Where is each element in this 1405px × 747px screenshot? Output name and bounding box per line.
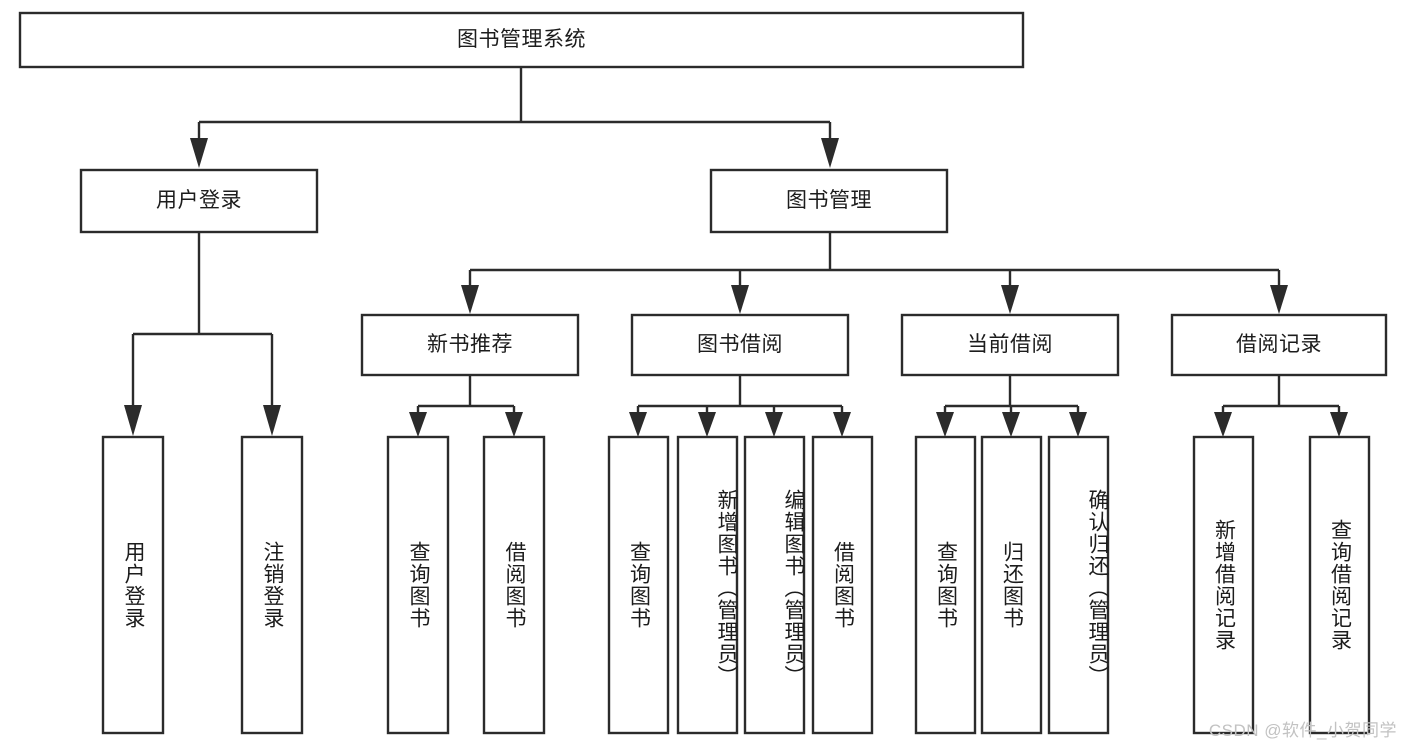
- node-box-leaf-user-login[interactable]: [101, 435, 165, 735]
- node-box-new-book-recommend[interactable]: [360, 313, 580, 377]
- arrow-head-br-leaf-1: [1214, 412, 1232, 437]
- node-box-leaf-bb-borrow[interactable]: [811, 435, 874, 735]
- arrow-head-user-login: [190, 138, 208, 168]
- arrow-head-current-borrow: [1001, 285, 1019, 314]
- arrow-head-book-manage: [821, 138, 839, 168]
- arrow-head-cb-leaf-1: [936, 412, 954, 437]
- arrow-head-borrow-record: [1270, 285, 1288, 314]
- node-box-leaf-bb-edit[interactable]: [743, 435, 806, 735]
- connector-group-borrow-record: [1214, 375, 1348, 437]
- node-box-leaf-br-query[interactable]: [1308, 435, 1371, 735]
- node-box-leaf-br-add[interactable]: [1192, 435, 1255, 735]
- arrow-head-br-leaf-2: [1330, 412, 1348, 437]
- arrow-head-cb-leaf-3: [1069, 412, 1087, 437]
- node-box-leaf-cb-return[interactable]: [980, 435, 1043, 735]
- arrow-head-new-book-recommend: [461, 285, 479, 314]
- connector-group-new-book-recommend: [409, 375, 523, 437]
- arrow-head-nbr-leaf-2: [505, 412, 523, 437]
- arrow-head-book-borrow: [731, 285, 749, 314]
- node-box-leaf-bb-add[interactable]: [676, 435, 739, 735]
- arrow-head-nbr-leaf-1: [409, 412, 427, 437]
- connector-group-book-borrow: [629, 375, 851, 437]
- node-box-current-borrow[interactable]: [900, 313, 1120, 377]
- node-box-leaf-bb-query[interactable]: [607, 435, 670, 735]
- connector-group-current-borrow: [936, 375, 1087, 437]
- arrow-head-bb-leaf-4: [833, 412, 851, 437]
- arrow-head-leaf-logout: [263, 405, 281, 436]
- node-box-leaf-nbr-query[interactable]: [386, 435, 450, 735]
- connector-group-book-manage: [461, 232, 1288, 314]
- node-box-leaf-logout[interactable]: [240, 435, 304, 735]
- watermark-text: CSDN @软件_小贺同学: [1208, 721, 1397, 740]
- arrow-head-cb-leaf-2: [1002, 412, 1020, 437]
- node-box-leaf-nbr-borrow[interactable]: [482, 435, 546, 735]
- node-box-leaf-cb-query[interactable]: [914, 435, 977, 735]
- node-box-book-borrow[interactable]: [630, 313, 850, 377]
- connector-group-root: [190, 67, 839, 168]
- arrow-head-leaf-user-login: [124, 405, 142, 436]
- node-box-leaf-cb-confirm[interactable]: [1047, 435, 1110, 735]
- arrow-head-bb-leaf-1: [629, 412, 647, 437]
- arrow-head-bb-leaf-2: [698, 412, 716, 437]
- node-box-borrow-record[interactable]: [1170, 313, 1388, 377]
- node-box-user-login[interactable]: [79, 168, 319, 234]
- arrow-head-bb-leaf-3: [765, 412, 783, 437]
- connector-group-user-login: [124, 232, 281, 436]
- node-box-root[interactable]: [18, 11, 1025, 69]
- node-box-book-manage[interactable]: [709, 168, 949, 234]
